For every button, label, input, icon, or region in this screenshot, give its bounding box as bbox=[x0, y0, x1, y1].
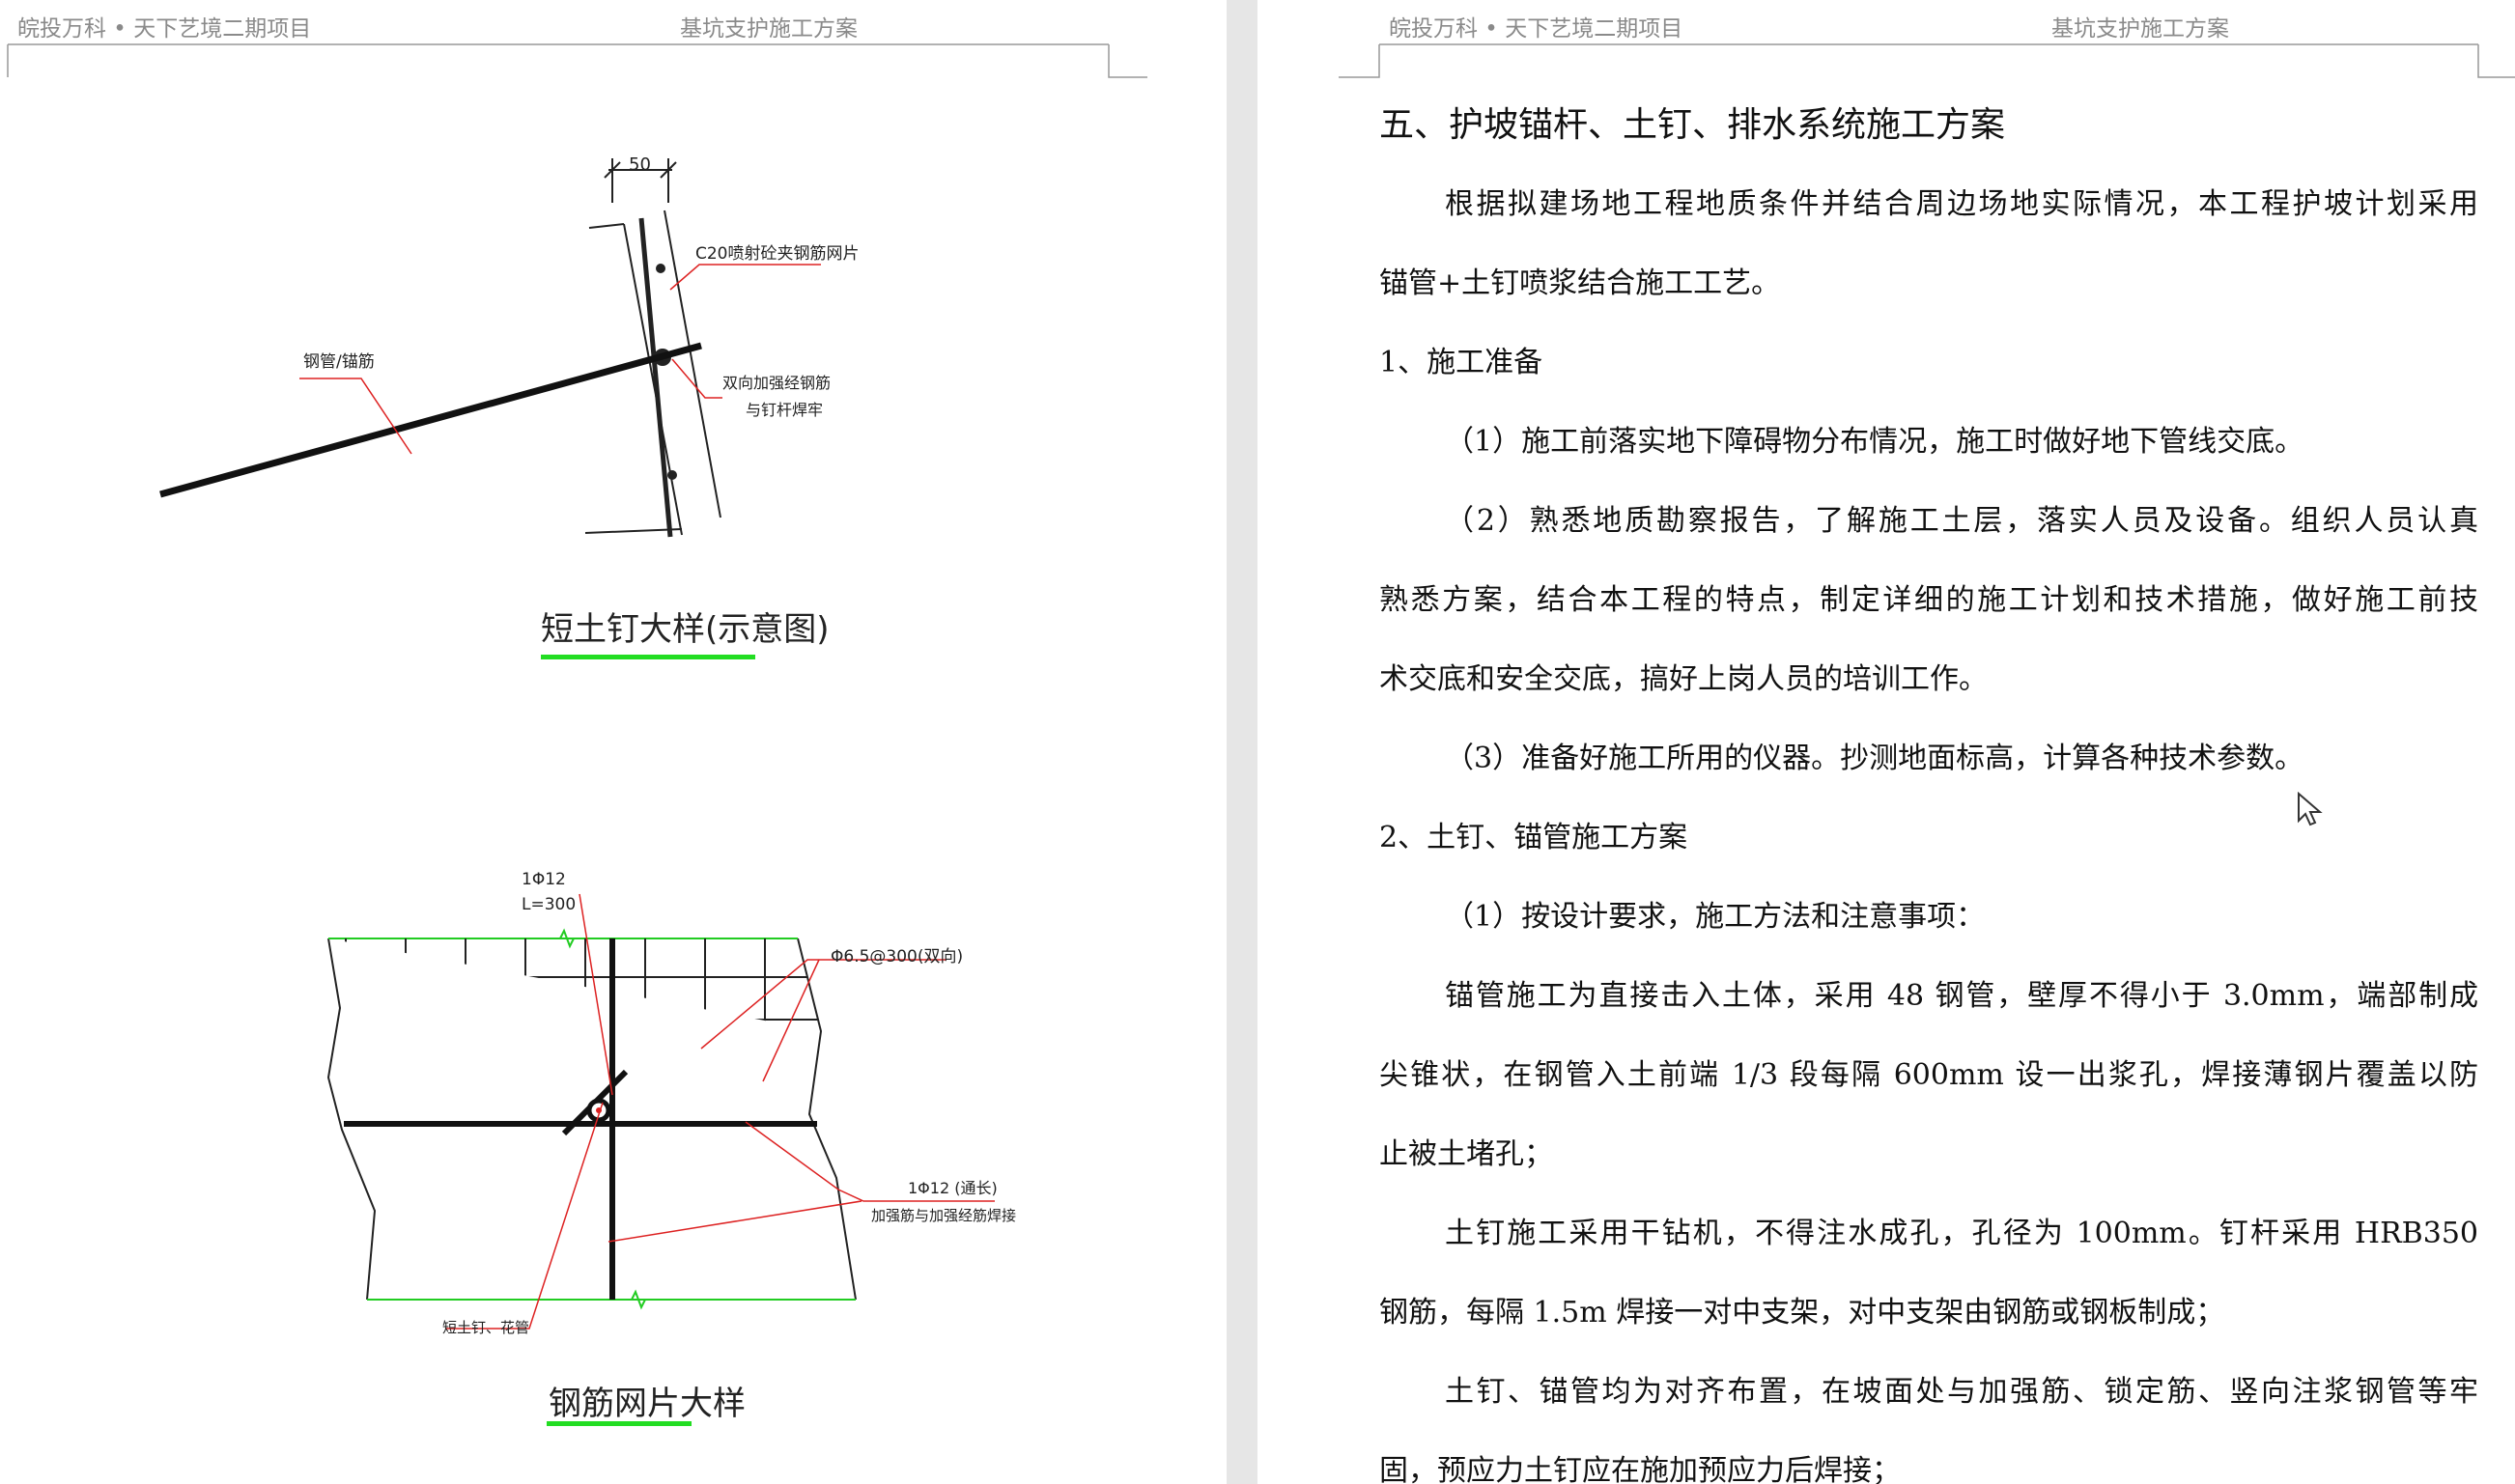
paragraph-line: 土钉、锚管均为对齐布置，在坡面处与加强筋、锁定筋、竖向注浆钢管等牢 bbox=[1445, 1375, 2478, 1409]
label-long-bar: 1Φ12 (通长) bbox=[908, 1179, 998, 1197]
paragraph-line: 术交底和安全交底，搞好上岗人员的培训工作。 bbox=[1379, 662, 1988, 696]
paragraph-line: 固，预应力土钉应在施加预应力后焊接； bbox=[1379, 1454, 1901, 1484]
label-bar-1phi12: 1Φ12 bbox=[522, 870, 566, 889]
label-mesh-spec: Φ6.5@300(双向) bbox=[831, 947, 963, 966]
subheading-nail-plan: 2、土钉、锚管施工方案 bbox=[1379, 821, 1688, 854]
label-steel-pipe: 钢管/锚筋 bbox=[303, 352, 375, 372]
paragraph-line: 止被土堵孔； bbox=[1379, 1137, 1553, 1171]
paragraph-line: 熟悉方案，结合本工程的特点，制定详细的施工计划和技术措施，做好施工前技 bbox=[1379, 583, 2478, 617]
header-rule bbox=[7, 43, 1147, 78]
section-heading: 五、护坡锚杆、土钉、排水系统施工方案 bbox=[1379, 105, 2006, 145]
header-project: 皖投万科 • 天下艺境二期项目 bbox=[17, 16, 312, 42]
dimension-50-label: 50 bbox=[629, 154, 651, 175]
leader-lines-fig2 bbox=[446, 893, 995, 1330]
label-weld-2: 与钉杆焊牢 bbox=[746, 401, 823, 419]
document-page-left: 皖投万科 • 天下艺境二期项目 基坑支护施工方案 50 bbox=[0, 0, 1227, 1484]
soil-nail-detail-drawing: 50 C20喷射砼夹钢筋网片 钢管/锚筋 双向加强经钢筋 与钉杆焊牢 bbox=[159, 154, 860, 538]
paragraph-line: 根据拟建场地工程地质条件并结合周边场地实际情况，本工程护坡计划采用 bbox=[1445, 187, 2478, 221]
paragraph-line: 尖锥状，在钢管入土前端 1/3 段每隔 600mm 设一出浆孔，焊接薄钢片覆盖以… bbox=[1379, 1058, 2478, 1092]
rebar-mesh-detail-drawing: 1Φ12 L=300 Φ6.5@300(双向) 1Φ12 (通长) 加强筋与加强… bbox=[326, 870, 1016, 1336]
document-page-right: 皖投万科 • 天下艺境二期项目 基坑支护施工方案 五、护坡锚杆、土钉、排水系统施… bbox=[1258, 0, 2515, 1484]
label-c20-shotcrete: C20喷射砼夹钢筋网片 bbox=[695, 244, 860, 264]
figure1-caption-underline bbox=[541, 655, 755, 659]
leader-lines-fig1 bbox=[299, 264, 821, 455]
header-doc-title-right: 基坑支护施工方案 bbox=[2051, 16, 2229, 42]
label-long-bar-weld: 加强筋与加强经筋焊接 bbox=[871, 1207, 1016, 1224]
paragraph-line: 锚管施工为直接击入土体，采用 48 钢管，壁厚不得小于 3.0mm，端部制成 bbox=[1445, 979, 2478, 1013]
figure1-caption: 短土钉大样(示意图) bbox=[541, 610, 830, 649]
header-doc-title: 基坑支护施工方案 bbox=[680, 16, 858, 42]
paragraph-line: （1）按设计要求，施工方法和注意事项： bbox=[1445, 900, 1986, 934]
paragraph-line: （1）施工前落实地下障碍物分布情况，施工时做好地下管线交底。 bbox=[1445, 425, 2304, 459]
paragraph-line: （3）准备好施工所用的仪器。抄测地面标高，计算各种技术参数。 bbox=[1445, 742, 2304, 775]
label-weld-1: 双向加强经钢筋 bbox=[722, 374, 831, 392]
figure2-caption-underline bbox=[547, 1421, 692, 1426]
label-bar-l300: L=300 bbox=[522, 895, 576, 914]
label-short-nail: 短土钉、花管 bbox=[442, 1319, 529, 1336]
subheading-preparation: 1、施工准备 bbox=[1379, 346, 1543, 379]
paragraph-line: （2）熟悉地质勘察报告，了解施工土层，落实人员及设备。组织人员认真 bbox=[1445, 504, 2478, 538]
soil-nail-rod bbox=[159, 342, 702, 498]
paragraph-line: 锚管+土钉喷浆结合施工工艺。 bbox=[1379, 266, 1781, 300]
paragraph-line: 土钉施工采用干钻机，不得注水成孔，孔径为 100mm。钉杆采用 HRB350 bbox=[1445, 1217, 2478, 1250]
figure2-caption: 钢筋网片大样 bbox=[549, 1385, 746, 1423]
shotcrete-wall bbox=[584, 210, 721, 538]
header-project-right: 皖投万科 • 天下艺境二期项目 bbox=[1389, 16, 1683, 42]
header-rule-right bbox=[1339, 43, 2515, 78]
dimension-50 bbox=[604, 158, 677, 203]
paragraph-line: 钢筋，每隔 1.5m 焊接一对中支架，对中支架由钢筋或钢板制成； bbox=[1379, 1296, 2225, 1330]
mouse-cursor-icon bbox=[2298, 792, 2323, 826]
